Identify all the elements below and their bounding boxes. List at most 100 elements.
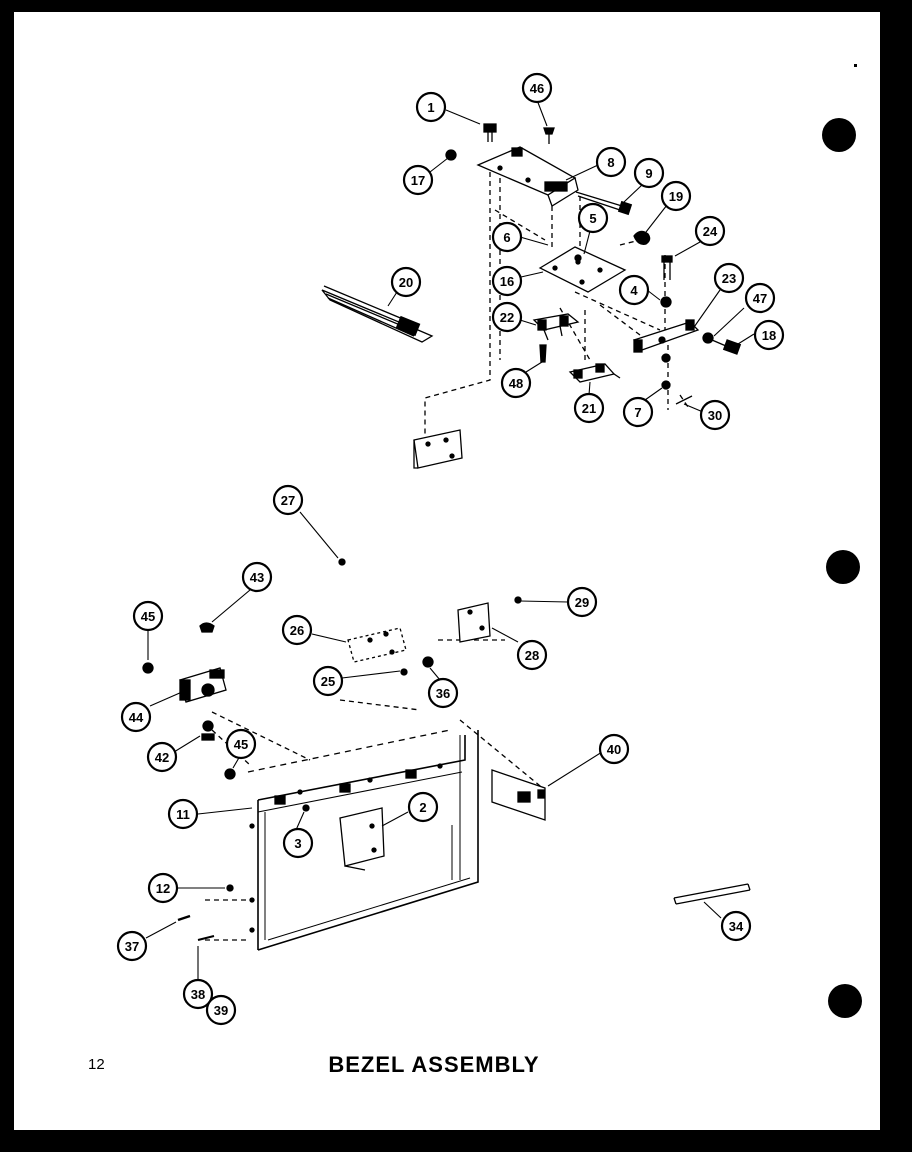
binder-hole-middle: [826, 550, 860, 584]
part-plate-16: [538, 246, 627, 293]
part-clip-19: [633, 230, 651, 245]
part-bracket-28: [457, 602, 491, 643]
callout-7: 7: [622, 396, 654, 428]
part-screw-46: [543, 127, 555, 144]
assembly-guide-lines: [205, 172, 691, 941]
scan-edge: [0, 1130, 912, 1152]
leader-lines: [145, 99, 755, 980]
callout-48: 48: [500, 367, 532, 399]
part-nut-45-upper: [142, 662, 154, 674]
callout-label: 19: [669, 189, 683, 204]
callout-20: 20: [390, 266, 422, 298]
callout-2: 2: [407, 791, 439, 823]
callout-label: 12: [156, 881, 170, 896]
part-pin-30: [675, 395, 693, 405]
callout-38: 38: [182, 978, 214, 1010]
callout-label: 16: [500, 274, 514, 289]
callout-11: 11: [167, 798, 199, 830]
part-rail-20: [321, 285, 434, 343]
part-cap-43: [199, 622, 215, 633]
callout-12: 12: [147, 872, 179, 904]
callout-30: 30: [699, 399, 731, 431]
callout-19: 19: [660, 180, 692, 212]
part-screw-29: [514, 596, 522, 604]
part-bolt-24: [661, 255, 673, 280]
part-bracket-2: [339, 807, 385, 871]
part-screw-48: [539, 344, 547, 363]
callout-17: 17: [402, 164, 434, 196]
callout-label: 24: [703, 224, 718, 239]
callout-label: 36: [436, 686, 450, 701]
callout-label: 30: [708, 408, 722, 423]
callout-22: 22: [491, 301, 523, 333]
callout-4: 4: [618, 274, 650, 306]
part-nut-47: [702, 332, 714, 344]
callout-label: 21: [582, 401, 596, 416]
part-switch-21: [568, 363, 621, 383]
callout-label: 38: [191, 987, 205, 1002]
part-screw-1: [483, 123, 497, 142]
callout-label: 3: [294, 836, 301, 851]
part-bracket-26: [347, 627, 407, 663]
callout-label: 25: [321, 674, 335, 689]
binder-hole-top: [822, 118, 856, 152]
paper-sheet: [14, 12, 880, 1130]
part-screw-25: [400, 668, 408, 676]
callout-label: 28: [525, 648, 539, 663]
callout-26: 26: [281, 614, 313, 646]
callout-45-upper: 45: [132, 600, 164, 632]
callout-label: 18: [762, 328, 776, 343]
callout-21: 21: [573, 392, 605, 424]
callout-25: 25: [312, 665, 344, 697]
callout-label: 45: [234, 737, 248, 752]
part-washer-7: [661, 380, 671, 390]
part-bezel-frame: [247, 729, 479, 951]
callout-37: 37: [116, 930, 148, 962]
callout-45-lower: 45: [225, 728, 257, 760]
callout-46: 46: [521, 72, 553, 104]
callout-47: 47: [744, 282, 776, 314]
part-top-bracket: [476, 146, 579, 207]
callout-label: 1: [427, 100, 434, 115]
callout-label: 26: [290, 623, 304, 638]
part-screw-37: [177, 914, 191, 922]
callout-label: 37: [125, 939, 139, 954]
callout-layer: 1 46 17 8 9 19 5 6 24 20 16 23 4 47 18 2…: [116, 72, 785, 1026]
callout-36: 36: [427, 677, 459, 709]
speck: [854, 64, 857, 67]
callout-label: 11: [176, 807, 190, 822]
binder-hole-bottom: [828, 984, 862, 1018]
callout-29: 29: [566, 586, 598, 618]
part-washer: [661, 353, 671, 363]
callout-label: 9: [645, 166, 652, 181]
callout-label: 29: [575, 595, 589, 610]
callout-label: 17: [411, 173, 425, 188]
part-nut-45-lower: [224, 768, 236, 780]
part-lower-bracket: [413, 429, 463, 469]
callout-label: 40: [607, 742, 621, 757]
part-nut-36: [422, 656, 434, 668]
callout-8: 8: [595, 146, 627, 178]
part-bracket-38-39: [197, 897, 255, 941]
callout-label: 39: [214, 1003, 228, 1018]
callout-label: 20: [399, 275, 413, 290]
part-washer-4: [660, 296, 672, 308]
part-roller-42: [201, 720, 215, 741]
part-bracket-23: [632, 319, 700, 353]
callout-label: 5: [589, 211, 596, 226]
part-hinge-44: [179, 667, 227, 703]
callout-6: 6: [491, 221, 523, 253]
callout-5: 5: [577, 202, 609, 234]
callout-label: 47: [753, 291, 767, 306]
callout-label: 8: [607, 155, 614, 170]
page-number: 12: [88, 1056, 105, 1073]
callout-label: 22: [500, 310, 514, 325]
callout-39: 39: [205, 994, 237, 1026]
part-screw-27: [338, 558, 346, 566]
callout-23: 23: [713, 262, 745, 294]
callout-label: 46: [530, 81, 544, 96]
callout-9: 9: [633, 157, 665, 189]
part-gasket-34: [673, 883, 751, 905]
part-switch-22: [532, 313, 580, 341]
callout-34: 34: [720, 910, 752, 942]
